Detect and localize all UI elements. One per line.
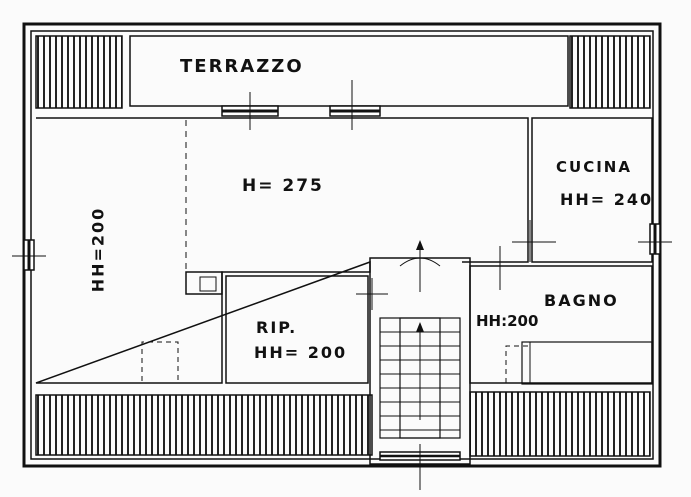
kitchen-name-label: CUCINA xyxy=(556,158,632,176)
kitchen xyxy=(531,117,653,263)
main-room-height-label: H= 275 xyxy=(242,176,324,196)
roof-hatch-top-right xyxy=(569,35,651,109)
bathroom-name-label: BAGNO xyxy=(544,291,619,310)
terrace-label: TERRAZZO xyxy=(180,56,304,77)
bathtub xyxy=(521,341,653,385)
left-room-fixture-dashed xyxy=(141,341,179,381)
stairwell xyxy=(369,240,471,490)
storage-room xyxy=(225,275,369,384)
chimney-inner xyxy=(199,276,217,292)
storage-name-label: RIP. xyxy=(256,318,298,337)
bathroom-height-label: HH:200 xyxy=(476,312,539,330)
door-swing xyxy=(399,257,441,267)
left-room-height-label: HH=200 xyxy=(88,206,108,293)
kitchen-height-label: HH= 240 xyxy=(560,190,654,209)
storage-height-label: HH= 200 xyxy=(254,343,348,362)
roof-hatch-top-left xyxy=(35,35,123,109)
roof-hatch-bottom-left xyxy=(35,394,373,456)
roof-hatch-bottom-right xyxy=(469,391,651,457)
chimney-block xyxy=(185,271,223,295)
bathroom-fixture-dashed xyxy=(505,345,530,383)
